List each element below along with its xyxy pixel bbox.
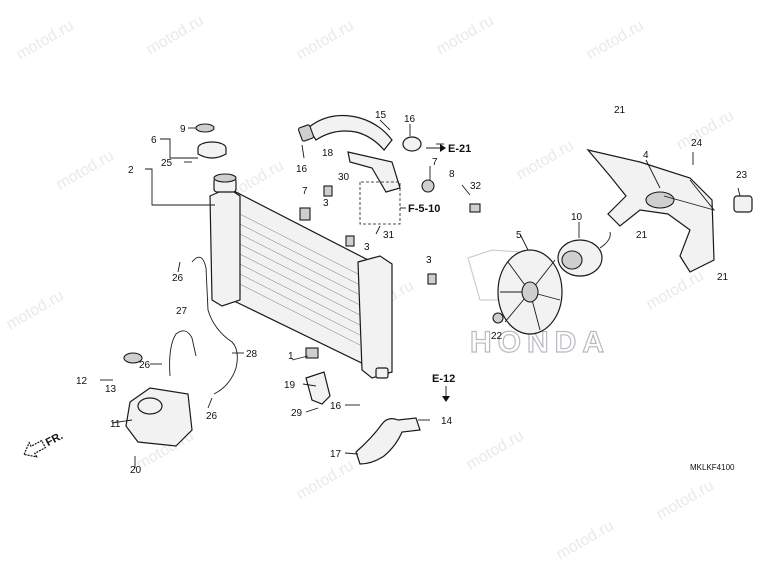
callout-3c: 3: [426, 255, 432, 266]
grommet: [305, 347, 319, 359]
callout-21b: 21: [636, 230, 648, 241]
callout-4: 4: [643, 150, 649, 161]
ref-f510-label: F-5-10: [408, 203, 440, 215]
callout-26c: 26: [206, 411, 218, 422]
watermark: motod.ru: [294, 457, 357, 503]
callout-13: 13: [105, 384, 117, 395]
hose-clamp: [402, 136, 422, 152]
callout-15: 15: [375, 110, 387, 121]
clip: [427, 273, 437, 285]
callout-20: 20: [130, 465, 142, 476]
callout-6: 6: [151, 135, 157, 146]
watermark: motod.ru: [144, 12, 207, 58]
callout-16b: 16: [296, 164, 308, 175]
watermark: motod.ru: [4, 287, 67, 333]
callout-26b: 26: [139, 360, 151, 371]
connector: [733, 195, 753, 213]
callout-5: 5: [516, 230, 522, 241]
callout-25: 25: [161, 158, 173, 169]
front-arrow: FR.: [23, 430, 65, 458]
callout-18: 18: [322, 148, 334, 159]
reference-f510: F-5-10: [400, 203, 440, 215]
watermark: motod.ru: [14, 17, 77, 63]
callout-19: 19: [284, 380, 296, 391]
nut: [492, 312, 504, 324]
siphon-hose: [191, 256, 238, 395]
fan-motor: [557, 231, 611, 277]
callout-21c: 21: [717, 272, 729, 283]
callout-16c: 16: [330, 401, 342, 412]
callout-14: 14: [441, 416, 453, 427]
cooling-fan: [497, 249, 563, 335]
callout-3: 3: [323, 198, 329, 209]
stay-bracket: [305, 371, 331, 405]
radiator: [209, 173, 393, 379]
callout-9: 9: [180, 124, 186, 135]
callout-26: 26: [172, 273, 184, 284]
callout-21: 21: [614, 105, 626, 116]
leader-lines: [100, 119, 741, 468]
front-indicator-label: FR.: [44, 430, 65, 449]
callout-7: 7: [302, 186, 308, 197]
callout-32: 32: [470, 181, 482, 192]
callout-8: 8: [449, 169, 455, 180]
reserve-tank: [123, 352, 193, 447]
watermark: motod.ru: [554, 517, 617, 563]
watermark: motod.ru: [584, 17, 647, 63]
fan-shroud: [586, 149, 715, 273]
ref-e21-label: E-21: [448, 143, 471, 155]
overflow-hose: [169, 330, 197, 377]
watermark: motod.ru: [644, 267, 707, 313]
callout-30: 30: [338, 172, 350, 183]
radiator-cap: [195, 123, 227, 159]
watermark: motod.ru: [54, 147, 117, 193]
callout-17: 17: [330, 449, 342, 460]
upper-hose: [307, 115, 393, 151]
callout-10: 10: [571, 212, 583, 223]
watermark: motod.ru: [674, 107, 737, 153]
watermark: motod.ru: [434, 12, 497, 58]
callout-labels: 1 2 3 3 3 4 5 6 7 7 8 9 10 11 12 13 14 1…: [76, 105, 748, 476]
diagram-code: MKLKF4100: [690, 463, 735, 472]
callout-27: 27: [176, 306, 188, 317]
reference-e21: E-21: [426, 143, 471, 155]
callout-31: 31: [383, 230, 395, 241]
clip: [345, 235, 355, 247]
callout-29: 29: [291, 408, 303, 419]
callout-22: 22: [491, 331, 503, 342]
grommet: [299, 207, 311, 221]
callout-24: 24: [691, 138, 703, 149]
callout-28: 28: [246, 349, 258, 360]
callout-11: 11: [110, 419, 121, 430]
callout-1: 1: [288, 351, 294, 362]
lower-hose: [355, 417, 421, 465]
reference-e12: E-12: [432, 373, 455, 402]
callout-7b: 7: [432, 157, 438, 168]
clip: [323, 185, 333, 197]
ref-e12-label: E-12: [432, 373, 455, 385]
callout-3b: 3: [364, 242, 370, 253]
watermark: motod.ru: [654, 477, 717, 523]
thermostat-housing: [347, 151, 401, 193]
watermark: motod.ru: [294, 17, 357, 63]
callout-16: 16: [404, 114, 416, 125]
watermark: motod.ru: [464, 427, 527, 473]
grommet: [421, 179, 435, 193]
callout-12: 12: [76, 376, 88, 387]
watermark: motod.ru: [514, 137, 577, 183]
callout-2: 2: [128, 165, 134, 176]
bolt: [469, 203, 481, 213]
callout-23: 23: [736, 170, 748, 181]
